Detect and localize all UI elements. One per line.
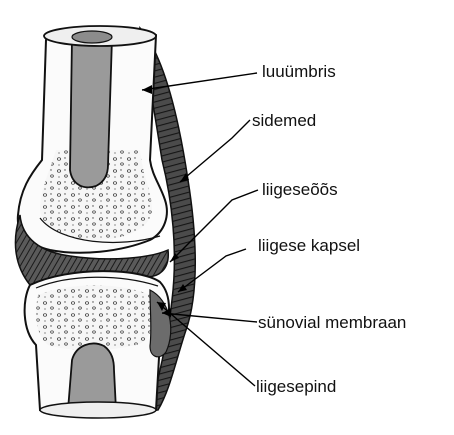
label-joint-capsule: liigese kapsel	[258, 236, 360, 256]
medullary-canal-top	[70, 38, 112, 187]
label-synovial-membrane: sünovial membraan	[258, 313, 406, 333]
medullary-canal-bottom	[68, 344, 116, 410]
label-articular-surface: liigesepind	[256, 377, 336, 397]
label-joint-cavity: liigeseõõs	[262, 180, 338, 200]
label-periosteum: luuümbris	[262, 62, 336, 82]
label-ligaments: sidemed	[252, 111, 316, 131]
